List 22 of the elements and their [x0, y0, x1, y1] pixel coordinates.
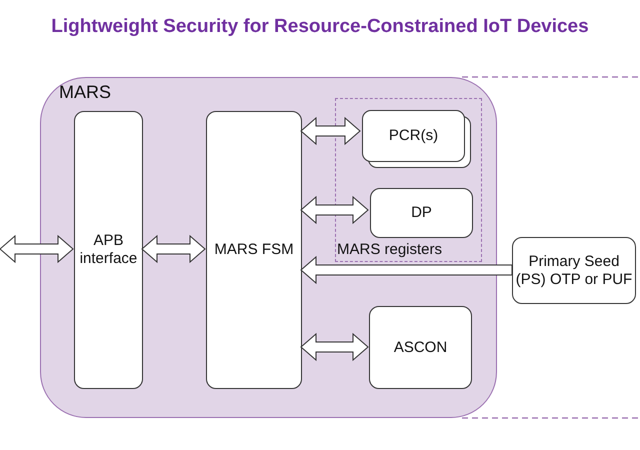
block-label: PCR(s) [388, 127, 440, 145]
block-arrow [300, 116, 361, 146]
state-machine-block [206, 111, 302, 389]
block-label: DP [410, 204, 433, 222]
block-label: MARS registers [337, 241, 442, 259]
seed-box [512, 237, 636, 304]
interface-block [74, 111, 143, 389]
mars-block [40, 77, 497, 418]
block-label: MARS [59, 82, 112, 104]
register-box [370, 188, 473, 238]
block-arrow [141, 234, 206, 264]
block-label: ASCON [392, 338, 448, 356]
cipher-block [369, 306, 472, 389]
block-label: Primary Seed (PS) OTP or PUF [515, 252, 633, 288]
block-arrow [300, 196, 369, 224]
block-arrow [0, 234, 74, 264]
register-group [335, 98, 482, 262]
block-arrow [300, 256, 512, 284]
diagram-title: Lightweight Security for Resource-Constrained IoT Devices [50, 16, 590, 38]
block-label: MARS FSM [213, 241, 295, 259]
block-label: APB interface [78, 232, 138, 268]
block-arrow [300, 332, 369, 362]
